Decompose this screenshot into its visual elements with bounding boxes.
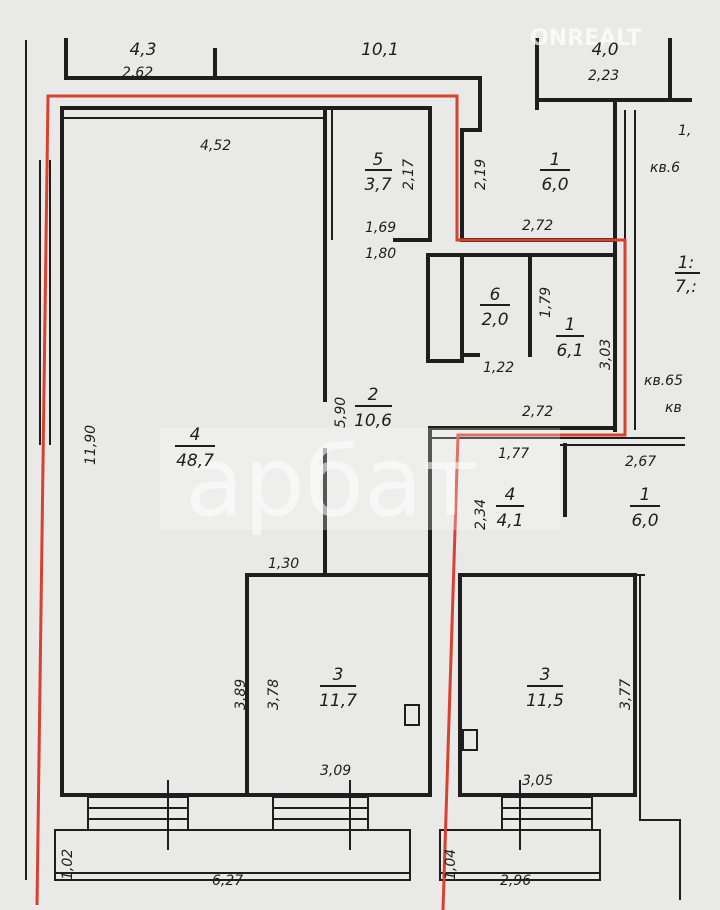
- room-number: 4: [190, 425, 201, 445]
- dimension: 3,05: [522, 773, 553, 789]
- dimension: 1,77: [498, 446, 529, 462]
- watermark: арбат: [185, 426, 479, 538]
- dimension: 2,67: [625, 454, 656, 470]
- room-area: 11,7: [319, 691, 357, 711]
- balcony-area: 4,3: [129, 40, 156, 60]
- room-number: 2: [368, 385, 379, 405]
- room-area: 6,0: [541, 175, 568, 195]
- dimension-labels: 2,62 2,23 4,52 2,17 2,19 2,72 1,69 1,80 …: [60, 65, 691, 889]
- dimension: 3,89: [233, 679, 249, 710]
- dimension: 1,30: [268, 556, 299, 572]
- dimension: 2,72: [522, 404, 553, 420]
- dimension: 1,04: [443, 849, 459, 880]
- dimension: 2,72: [522, 218, 553, 234]
- dimension: 3,09: [320, 763, 351, 779]
- room-area: 2,0: [481, 310, 508, 330]
- room-number: 1:: [678, 253, 695, 273]
- room-number: 1: [550, 150, 561, 170]
- annotation: кв.6: [650, 160, 680, 176]
- room-area: 6,0: [631, 511, 658, 531]
- watermark-box: [160, 428, 560, 530]
- annotation: 1,: [678, 123, 691, 139]
- dimension: 2,34: [473, 499, 489, 530]
- room-number: 6: [490, 285, 501, 305]
- dimension: 1,22: [483, 360, 514, 376]
- room-number: 1: [565, 315, 576, 335]
- room-area: 48,7: [176, 451, 214, 471]
- annotation: кв.65: [644, 373, 683, 389]
- dimension: 2,62: [122, 65, 153, 81]
- dimension: 3,77: [618, 679, 634, 710]
- dimension: 3,78: [266, 679, 282, 710]
- logo: ONREALT: [530, 26, 642, 51]
- dimension: 2,19: [473, 159, 489, 190]
- room-area: 10,6: [354, 411, 392, 431]
- room-area: 7,:: [675, 277, 697, 297]
- room-number: 5: [373, 150, 384, 170]
- dimension: 1,79: [538, 287, 554, 318]
- room-number: 4: [505, 485, 516, 505]
- balcony-area: 10,1: [361, 40, 399, 60]
- balcony-area: 4,0: [591, 40, 618, 60]
- dimension: 1,80: [365, 246, 396, 262]
- dimension: 11,90: [83, 425, 99, 465]
- dimension: 1,02: [60, 849, 76, 880]
- dimension: 2,17: [401, 159, 417, 190]
- room-number: 1: [640, 485, 651, 505]
- dimension: 5,90: [333, 397, 349, 428]
- apartment-boundary: [35, 94, 627, 910]
- room-area: 4,1: [496, 511, 523, 531]
- dimension: 2,23: [588, 68, 619, 84]
- dimension: 1,69: [365, 220, 396, 236]
- dimension: 6,27: [212, 873, 243, 889]
- dimension: 3,03: [598, 339, 614, 370]
- room-area: 3,7: [364, 175, 391, 195]
- dimension: 2,96: [500, 873, 531, 889]
- room-area: 11,5: [526, 691, 564, 711]
- room-area: 6,1: [556, 341, 583, 361]
- room-number: 3: [333, 665, 344, 685]
- stairs: [87, 780, 593, 850]
- room-number: 3: [540, 665, 551, 685]
- room-labels: 4 48,7 5 3,7 1 6,0 6 2,0 1 6,1 2 10,6 4 4,1 1 6,…: [129, 40, 700, 711]
- dimension: 4,52: [200, 138, 231, 154]
- annotation: кв: [665, 400, 682, 416]
